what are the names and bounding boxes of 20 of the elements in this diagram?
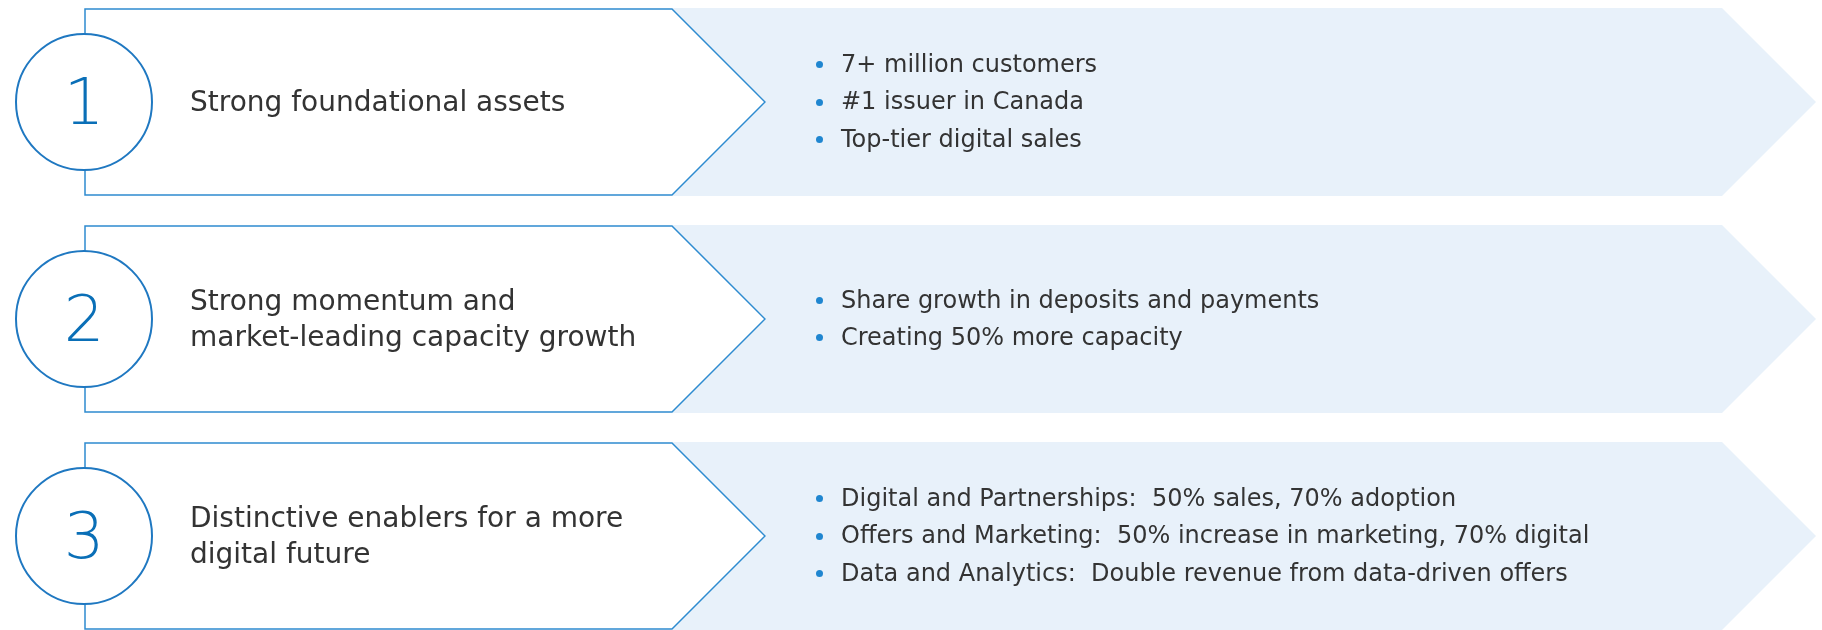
step-number: 1 [63, 65, 105, 139]
bullet-text: Offers and Marketing: 50% increase in marketing, 70% digital [841, 520, 1590, 552]
bullet-text: Share growth in deposits and payments [841, 284, 1320, 316]
bullet-text: Data and Analytics: Double revenue from data-driven offers [841, 557, 1568, 589]
bullet-text: Digital and Partnerships: 50% sales, 70% adoption [841, 483, 1457, 515]
chevron-panel [672, 225, 1816, 413]
bullet-text: #1 issuer in Canada [841, 86, 1084, 118]
step-number: 3 [63, 499, 105, 573]
number-circle [14, 32, 154, 172]
bullet-text: 7+ million customers [841, 49, 1098, 81]
heading-text: Distinctive enablers for a more digital future [190, 499, 625, 572]
chevron-panel [672, 442, 1816, 630]
step-number: 2 [63, 282, 105, 356]
chevron-panel [672, 8, 1816, 196]
number-circle [14, 466, 154, 606]
heading-text: Strong momentum and market-leading capacity growth [190, 282, 638, 355]
number-circle [14, 249, 154, 389]
bullet-text: Top-tier digital sales [841, 123, 1082, 155]
heading-text: Strong foundational assets [190, 83, 566, 120]
bullet-text: Creating 50% more capacity [841, 322, 1183, 353]
